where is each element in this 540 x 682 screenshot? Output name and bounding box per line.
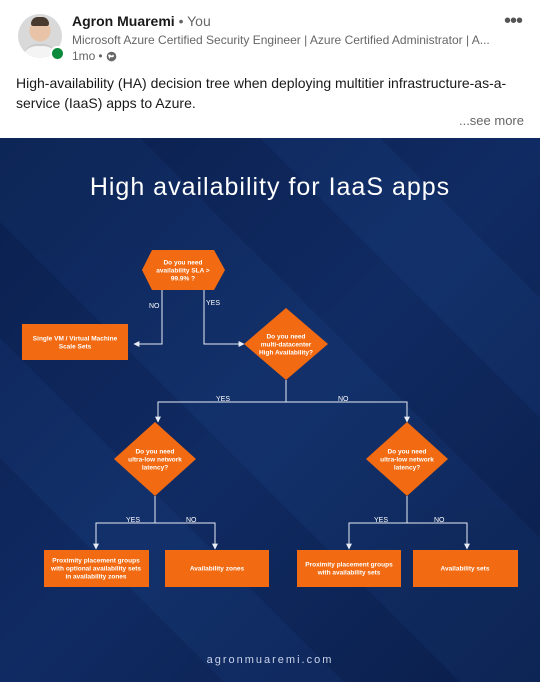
out-ppg-sets-zones-text-line: with optional availability sets <box>50 566 141 573</box>
out-ppg-sets-zones-text-line: in availability zones <box>65 574 126 581</box>
q3-text-line: ultra-low network <box>128 457 182 464</box>
connector-q2-yes <box>155 401 286 423</box>
post-meta: 1mo • <box>72 49 117 63</box>
label-q4-no: NO <box>434 517 445 524</box>
label-q3-no: NO <box>186 517 197 524</box>
decision-shapes <box>22 250 518 587</box>
label-q1-no: NO <box>149 303 160 310</box>
out-single-text-line: Single VM / Virtual Machine <box>33 336 118 343</box>
online-status-icon <box>50 46 65 61</box>
branch-labels: NO YES YES NO YES NO YES NO <box>126 300 445 524</box>
q3-text-line: Do you need <box>135 449 174 456</box>
q4-text-line: Do you need <box>387 449 426 456</box>
label-q1-yes: YES <box>206 300 220 307</box>
author-line: Agron Muaremi • You <box>72 13 211 29</box>
out-zones-text-line: Availability zones <box>190 566 245 573</box>
infographic-title: High availability for IaaS apps <box>90 173 450 201</box>
q2-shape <box>244 308 328 380</box>
name-separator: • <box>178 13 184 29</box>
q1-text-line: 99.9% ? <box>171 276 195 283</box>
infographic-background <box>0 138 540 682</box>
label-q2-yes: YES <box>216 396 230 403</box>
q2-text-line: multi-datacenter <box>261 342 312 349</box>
relation-label: You <box>187 13 211 29</box>
q4-text-line: latency? <box>394 465 420 472</box>
q1-text-line: availability SLA > <box>156 268 210 275</box>
author-name[interactable]: Agron Muaremi <box>72 13 175 29</box>
out-ppg-sets-shape <box>297 550 401 587</box>
post-header: Agron Muaremi • You Microsoft Azure Cert… <box>0 0 540 138</box>
q1-text-line: Do you need <box>163 260 202 267</box>
connector-q3-yes <box>93 522 155 550</box>
connectors <box>93 268 470 550</box>
out-single-shape <box>22 324 128 360</box>
label-q3-yes: YES <box>126 517 140 524</box>
author-headline: Microsoft Azure Certified Security Engin… <box>72 33 490 47</box>
out-ppg-sets-text-line: with availability sets <box>317 570 381 577</box>
connector-q2-no <box>286 401 410 423</box>
see-more-link[interactable]: ...see more <box>458 113 524 128</box>
background-stripes <box>0 138 540 682</box>
post-time: 1mo <box>72 49 96 63</box>
decision-tree-infographic: High availability for IaaS apps NO YES Y… <box>0 138 540 682</box>
q2-text-line: High Availability? <box>259 350 313 357</box>
q3-text-line: latency? <box>142 465 168 472</box>
connector-q1-no <box>133 268 163 347</box>
meta-separator: • <box>98 49 103 63</box>
infographic-footer: agronmuaremi.com <box>207 654 334 666</box>
post-text: High-availability (HA) decision tree whe… <box>16 75 507 111</box>
connector-q4-no <box>407 522 470 550</box>
q3-shape <box>114 422 196 496</box>
connector-q3-no <box>155 522 218 550</box>
post-image[interactable]: High availability for IaaS apps NO YES Y… <box>0 138 540 682</box>
label-q4-yes: YES <box>374 517 388 524</box>
q4-shape <box>366 422 448 496</box>
label-q2-no: NO <box>338 396 349 403</box>
out-zones-shape <box>165 550 269 587</box>
q1-shape <box>142 250 225 290</box>
out-single-text-line: Scale Sets <box>59 344 92 351</box>
connector-q4-yes <box>346 522 407 550</box>
avatar[interactable] <box>18 14 62 58</box>
out-sets-text-line: Availability sets <box>441 566 490 573</box>
q2-text-line: Do you need <box>266 334 305 341</box>
more-horizontal-icon[interactable]: ••• <box>503 10 523 32</box>
out-sets-shape <box>413 550 518 587</box>
globe-icon <box>106 51 116 61</box>
out-ppg-sets-text-line: Proximity placement groups <box>305 562 393 569</box>
out-ppg-sets-zones-shape <box>44 550 149 587</box>
q4-text-line: ultra-low network <box>380 457 434 464</box>
connector-q1-yes <box>203 268 245 347</box>
out-ppg-sets-zones-text-line: Proximity placement groups <box>52 558 140 565</box>
